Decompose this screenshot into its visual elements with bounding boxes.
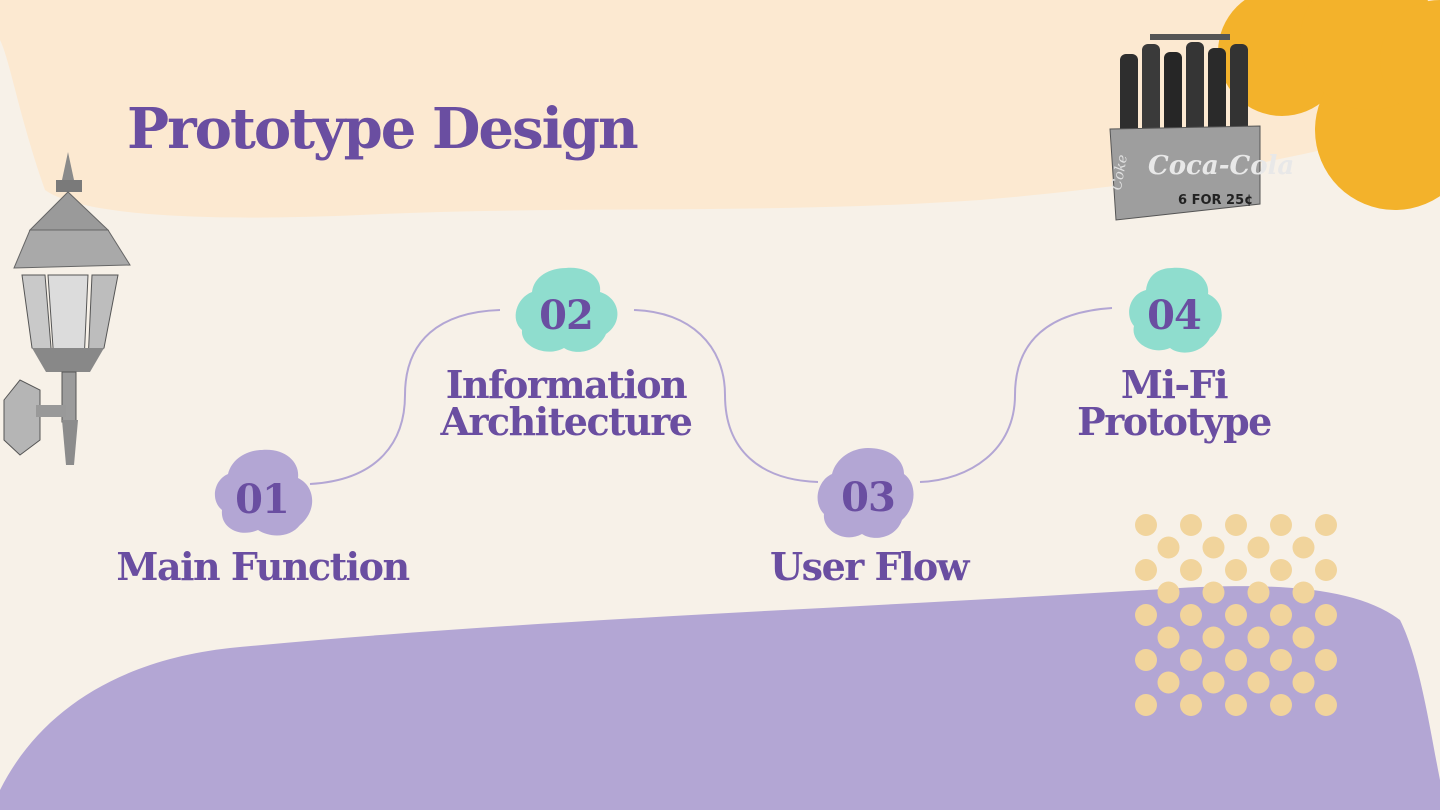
lavender-wave	[0, 586, 1440, 810]
decor-dot	[1180, 559, 1202, 581]
peach-wave	[0, 0, 1440, 218]
decor-dot	[1135, 514, 1157, 536]
decor-dot	[1180, 514, 1202, 536]
bottles-price-text: 6 FOR 25¢	[1178, 193, 1253, 208]
decor-dot	[1135, 649, 1157, 671]
bottles-side-text: Coke	[1109, 153, 1131, 191]
connector-02-03	[633, 309, 819, 483]
decor-dot	[1135, 559, 1157, 581]
step-04-number: 04	[1147, 292, 1202, 339]
decor-dot	[1315, 694, 1337, 716]
dot-diamond-pattern	[1135, 514, 1337, 716]
decor-dot	[1202, 581, 1225, 604]
bottles-brand-text: Coca-Cola	[1148, 151, 1294, 181]
decor-dot	[1315, 559, 1337, 581]
decor-dot	[1292, 671, 1315, 694]
decor-dot	[1135, 604, 1157, 626]
decor-dot	[1225, 604, 1247, 626]
decor-dot	[1270, 559, 1292, 581]
decor-dot	[1157, 626, 1180, 649]
step-03-label: User Flow	[770, 544, 969, 589]
decor-dot	[1270, 649, 1292, 671]
decor-dot	[1270, 694, 1292, 716]
decor-dot	[1157, 581, 1180, 604]
step-01-label: Main Function	[116, 544, 410, 589]
step-02-label: Information Architecture	[420, 362, 712, 444]
decor-dot	[1180, 694, 1202, 716]
decor-dot	[1292, 536, 1315, 559]
page-title: Prototype Design	[127, 96, 639, 162]
decor-dot	[1225, 649, 1247, 671]
decor-dot	[1225, 559, 1247, 581]
step-02-label-line2: Architecture	[440, 399, 693, 444]
decor-dot	[1247, 536, 1270, 559]
decor-dot	[1315, 514, 1337, 536]
step-03-number: 03	[841, 474, 896, 521]
decor-dot	[1247, 671, 1270, 694]
decor-dot	[1157, 536, 1180, 559]
decor-dot	[1180, 604, 1202, 626]
decor-dot	[1315, 604, 1337, 626]
connector-03-04	[919, 307, 1113, 483]
orange-flower-shape	[1218, 0, 1440, 210]
decor-dot	[1292, 581, 1315, 604]
connector-01-02	[309, 309, 501, 485]
decor-dot	[1180, 649, 1202, 671]
decor-dot	[1202, 626, 1225, 649]
wall-lantern-image	[3, 152, 131, 465]
decor-dot	[1270, 514, 1292, 536]
decor-dot	[1315, 649, 1337, 671]
decor-dot	[1202, 671, 1225, 694]
step-03-blob	[817, 448, 914, 538]
decor-dot	[1225, 514, 1247, 536]
step-01-number: 01	[235, 476, 290, 523]
decor-dot	[1202, 536, 1225, 559]
step-02-blob	[515, 267, 618, 352]
step-02-number: 02	[539, 292, 594, 339]
decor-dot	[1225, 694, 1247, 716]
step-connectors	[309, 307, 1113, 485]
step-04-label-line1: Mi-Fi	[1120, 362, 1229, 407]
step-04-label: Mi-Fi Prototype	[1060, 362, 1288, 444]
step-04-blob	[1129, 267, 1222, 353]
step-02-label-line1: Information	[445, 362, 688, 407]
step-04-label-line2: Prototype	[1077, 399, 1272, 444]
decor-dot	[1157, 671, 1180, 694]
decor-dot	[1292, 626, 1315, 649]
decor-dot	[1270, 604, 1292, 626]
step-01-blob	[214, 449, 313, 536]
decor-dot	[1135, 694, 1157, 716]
coca-cola-six-pack-image: Coca-Cola 6 FOR 25¢ Coke	[1109, 34, 1294, 221]
decor-dot	[1247, 581, 1270, 604]
decor-dot	[1247, 626, 1270, 649]
